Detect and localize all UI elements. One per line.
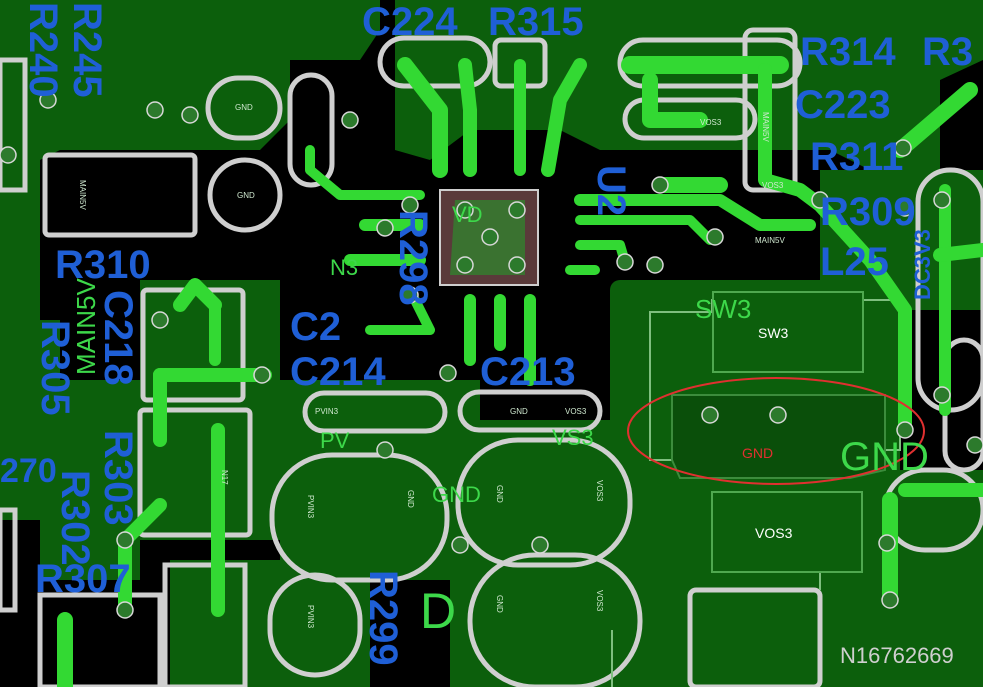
net-gnd-right: GND [840, 435, 929, 479]
highlight-ellipse [627, 377, 925, 485]
designator-c224: C224 [362, 0, 458, 44]
designator-r245: R245 [65, 2, 109, 98]
designator-r309: R309 [820, 190, 916, 234]
designator-c223: C223 [795, 83, 891, 127]
vias [0, 91, 983, 619]
pad-label: PVIN3 [306, 605, 315, 629]
vos3-label: VOS3 [755, 525, 793, 541]
pad-label: GND [406, 490, 415, 508]
designator-r310: R310 [55, 243, 151, 287]
designator-l25: L25 [820, 240, 889, 284]
net-main5v: MAIN5V [71, 278, 101, 375]
net-vd: VD [452, 202, 483, 227]
silkscreen-outlines [0, 27, 983, 687]
designator-r3: R3 [922, 30, 973, 74]
designator-r307: R307 [35, 557, 131, 601]
designator-r305: R305 [33, 320, 77, 416]
designator-c218: C218 [96, 290, 140, 386]
net-n3: N3 [330, 255, 358, 280]
blue-designators: C224 R315 R314 R3 C223 R311 R309 L25 R24… [0, 0, 973, 666]
pad-label: PVIN3 [315, 407, 339, 416]
designator-r314: R314 [800, 30, 896, 74]
pad-label: GND [510, 407, 528, 416]
designator-r311: R311 [810, 135, 903, 179]
pad-label: VOS3 [595, 590, 604, 612]
pad-label: MAIN5V [761, 112, 770, 142]
components [439, 189, 886, 573]
net-gnd-center: GND [432, 482, 481, 507]
designator-r299: R299 [361, 570, 405, 666]
designator-c2: C2 [290, 305, 341, 349]
net-vs3: VS3 [552, 425, 594, 450]
designator-dc3v3: DC3V3 [910, 229, 935, 300]
pad-label: VOS3 [565, 407, 587, 416]
designator-c214: C214 [290, 350, 386, 394]
pad-label: N17 [220, 470, 229, 485]
pad-labels: GND GND GND GND GND GND PVIN3 PVIN3 PVIN… [78, 103, 785, 629]
designator-r298: R298 [391, 210, 435, 306]
pad-label: MAIN5V [755, 236, 785, 245]
pad-label: GND [495, 595, 504, 613]
net-labels: MAIN5V SW3 PV VS3 GND GND N3 D N16762669… [71, 202, 954, 668]
designator-c213: C213 [480, 350, 576, 394]
pad-label: VOS3 [595, 480, 604, 502]
pad-label: GND [235, 103, 253, 112]
pad-label: PVIN3 [306, 495, 315, 519]
net-sw3: SW3 [695, 294, 751, 324]
net-d: D [420, 583, 456, 639]
designator-r240: R240 [21, 2, 65, 98]
gnd-highlight-label: GND [742, 445, 773, 461]
designator-r302: R302 [53, 470, 97, 566]
net-n16762669: N16762669 [840, 643, 954, 668]
pad-label: VOS3 [762, 181, 784, 190]
net-pv: PV [320, 428, 350, 453]
pad-label: GND [495, 485, 504, 503]
designator-270: 270 [0, 452, 57, 490]
vos3-pad [711, 491, 863, 573]
designator-u2: U2 [589, 165, 633, 216]
pad-label: VOS3 [700, 118, 722, 127]
designator-r303: R303 [96, 430, 140, 526]
sw3-label: SW3 [758, 325, 789, 341]
pad-label: MAIN5V [78, 180, 87, 210]
sw3-inductor-pad [712, 291, 864, 373]
pad-label: GND [237, 191, 255, 200]
designator-r315: R315 [488, 0, 584, 44]
component-labels: SW3 GND VOS3 [742, 325, 793, 541]
